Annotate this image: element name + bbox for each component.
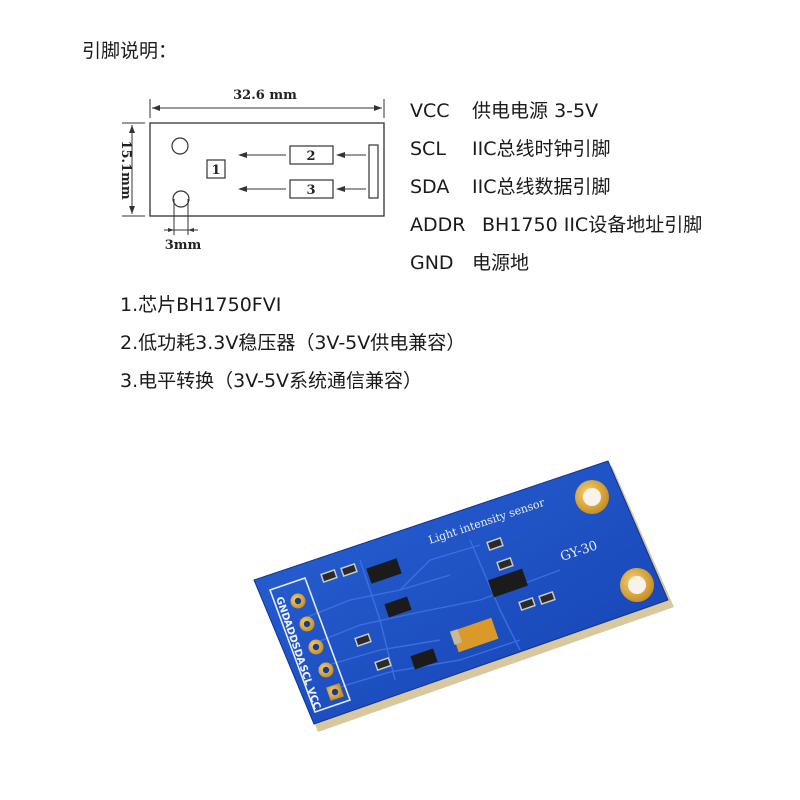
transistor-2 bbox=[410, 648, 438, 670]
header-silkscreen bbox=[268, 576, 352, 714]
smd-components bbox=[320, 536, 556, 672]
pin-name: ADDR bbox=[410, 214, 466, 236]
box-chip bbox=[206, 159, 226, 179]
pin-name: VCC bbox=[410, 100, 450, 122]
pin-list: VCC 供电电源 3-5V SCL IIC总线时钟引脚 SDA IIC总线数据引… bbox=[410, 92, 702, 282]
board-outline bbox=[149, 122, 385, 217]
width-label: 32.6 mm bbox=[233, 88, 297, 103]
mounting-hole-bottom-photo bbox=[628, 576, 646, 594]
tantalum-capacitor bbox=[451, 617, 499, 653]
pin-desc: IIC总线数据引脚 bbox=[472, 176, 611, 198]
box-3-label: 3 bbox=[306, 183, 315, 198]
pin-desc: IIC总线时钟引脚 bbox=[472, 138, 611, 160]
mounting-hole-top bbox=[171, 137, 189, 155]
pin-name: GND bbox=[410, 252, 454, 274]
pin-item-scl: SCL IIC总线时钟引脚 bbox=[410, 130, 702, 168]
mounting-hole-bottom bbox=[172, 190, 190, 208]
component-notes: 1.芯片BH1750FVI 2.低功耗3.3V稳压器（3V-5V供电兼容） 3.… bbox=[120, 286, 465, 400]
pin-item-sda: SDA IIC总线数据引脚 bbox=[410, 168, 702, 206]
box-level-shifter bbox=[289, 179, 334, 199]
transistor-1 bbox=[384, 596, 412, 618]
pin-name: SDA bbox=[410, 176, 450, 198]
hole-dimension-label: 3mm bbox=[165, 238, 202, 253]
note-chip: 1.芯片BH1750FVI bbox=[120, 294, 282, 316]
pin-name: SCL bbox=[410, 138, 446, 160]
pin-desc: 供电电源 3-5V bbox=[472, 100, 599, 122]
note-regulator: 2.低功耗3.3V稳压器（3V-5V供电兼容） bbox=[120, 332, 466, 354]
header-pads bbox=[290, 593, 344, 701]
pin-desc: BH1750 IIC设备地址引脚 bbox=[482, 214, 703, 236]
pin-desc: 电源地 bbox=[472, 252, 530, 274]
box-2-label: 2 bbox=[306, 149, 315, 164]
pin-item-gnd: GND 电源地 bbox=[410, 244, 702, 282]
height-label: 15.1mm bbox=[118, 140, 133, 199]
pin-item-addr: ADDR BH1750 IIC设备地址引脚 bbox=[410, 206, 702, 244]
mounting-hole-top-photo bbox=[583, 488, 601, 506]
box-1-label: 1 bbox=[211, 163, 220, 178]
box-regulator bbox=[289, 145, 334, 165]
board-surface bbox=[253, 460, 669, 725]
note-level-shifter: 3.电平转换（3V-5V系统通信兼容） bbox=[120, 370, 423, 392]
pin-item-vcc: VCC 供电电源 3-5V bbox=[410, 92, 702, 130]
pin-description-heading: 引脚说明： bbox=[82, 40, 178, 62]
pin-header bbox=[368, 144, 379, 199]
regulator-chip bbox=[488, 568, 528, 598]
sensor-chip bbox=[366, 558, 402, 584]
